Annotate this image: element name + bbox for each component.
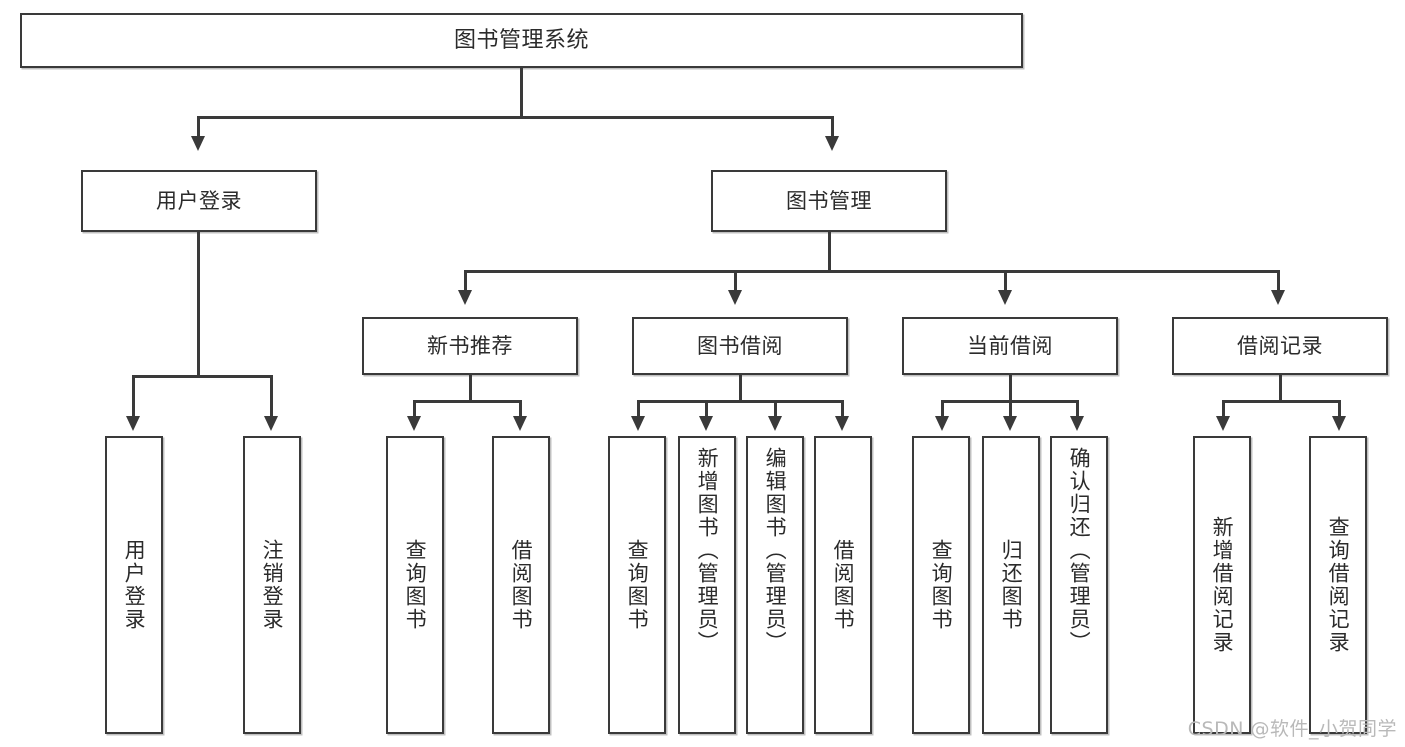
arrow-to-leaf-query-book-3 [935, 416, 949, 431]
arrow-to-leaf-query-book-1 [407, 416, 421, 431]
leaf-borrow-book-1[interactable]: 借阅图书 [492, 436, 550, 734]
edge-borrowrecord-bus [1222, 400, 1340, 403]
edge-userlogin-drop-1 [132, 375, 135, 418]
edge-bookmgmt-stem [828, 232, 831, 272]
arrow-to-leaf-confirm-return [1070, 416, 1084, 431]
node-current-borrow[interactable]: 当前借阅 [902, 317, 1118, 375]
leaf-label: 编辑图书（管理员） [763, 447, 788, 654]
edge-bookborrow-drop-2 [705, 400, 708, 418]
leaf-label: 借阅图书 [509, 539, 534, 631]
arrow-to-leaf-add-book [699, 416, 713, 431]
edge-currentborrow-stem [1009, 375, 1012, 402]
leaf-label: 用户登录 [122, 539, 147, 631]
node-label: 图书管理系统 [453, 27, 589, 53]
arrow-to-user-login [191, 136, 205, 151]
edge-borrowrecord-stem [1279, 375, 1282, 402]
leaf-label: 查询图书 [403, 539, 428, 631]
node-root-system[interactable]: 图书管理系统 [20, 13, 1023, 68]
edge-userlogin-drop-2 [270, 375, 273, 418]
arrow-to-leaf-borrow-book-2 [835, 416, 849, 431]
edge-newbook-drop-2 [519, 400, 522, 418]
node-user-login[interactable]: 用户登录 [81, 170, 317, 232]
arrow-to-leaf-edit-book [768, 416, 782, 431]
edge-borrowrecord-drop-2 [1338, 400, 1341, 418]
edge-currentborrow-drop-2 [1009, 400, 1012, 418]
arrow-to-leaf-user-login [126, 416, 140, 431]
leaf-label: 查询图书 [929, 539, 954, 631]
edge-borrowrecord-drop-1 [1222, 400, 1225, 418]
edge-newbook-drop-1 [413, 400, 416, 418]
leaf-query-book-1[interactable]: 查询图书 [386, 436, 444, 734]
arrow-to-new-book-recommend [458, 290, 472, 305]
leaf-add-record[interactable]: 新增借阅记录 [1193, 436, 1251, 734]
leaf-confirm-return[interactable]: 确认归还（管理员） [1050, 436, 1108, 734]
edge-root-drop-right [831, 116, 834, 138]
edge-bookmgmt-drop-3 [1004, 270, 1007, 292]
arrow-to-current-borrow [998, 290, 1012, 305]
leaf-query-book-2[interactable]: 查询图书 [608, 436, 666, 734]
arrow-to-book-borrow [728, 290, 742, 305]
node-label: 图书管理 [786, 188, 872, 213]
arrow-to-leaf-query-book-2 [631, 416, 645, 431]
leaf-label: 查询借阅记录 [1326, 516, 1351, 654]
leaf-label: 新增图书（管理员） [695, 447, 720, 654]
node-label: 用户登录 [156, 188, 242, 213]
edge-bookborrow-drop-3 [774, 400, 777, 418]
leaf-label: 归还图书 [999, 539, 1024, 631]
arrow-to-leaf-return-book [1003, 416, 1017, 431]
edge-currentborrow-drop-3 [1076, 400, 1079, 418]
leaf-user-logout[interactable]: 注销登录 [243, 436, 301, 734]
node-label: 图书借阅 [697, 333, 783, 358]
node-borrow-record[interactable]: 借阅记录 [1172, 317, 1388, 375]
leaf-add-book[interactable]: 新增图书（管理员） [678, 436, 736, 734]
leaf-query-record[interactable]: 查询借阅记录 [1309, 436, 1367, 734]
edge-currentborrow-drop-1 [941, 400, 944, 418]
node-new-book-recommend[interactable]: 新书推荐 [362, 317, 578, 375]
leaf-label: 注销登录 [260, 539, 285, 631]
arrow-to-leaf-borrow-book-1 [513, 416, 527, 431]
edge-bookborrow-stem [739, 375, 742, 402]
leaf-user-login[interactable]: 用户登录 [105, 436, 163, 734]
edge-root-drop-left [197, 116, 200, 138]
leaf-edit-book[interactable]: 编辑图书（管理员） [746, 436, 804, 734]
arrow-to-leaf-add-record [1216, 416, 1230, 431]
edge-bookmgmt-drop-4 [1277, 270, 1280, 292]
edge-bookborrow-drop-4 [841, 400, 844, 418]
node-label: 当前借阅 [967, 333, 1053, 358]
arrow-to-leaf-user-logout [264, 416, 278, 431]
edge-newbook-stem [469, 375, 472, 402]
edge-newbook-bus [413, 400, 521, 403]
node-label: 新书推荐 [427, 333, 513, 358]
arrow-to-leaf-query-record [1332, 416, 1346, 431]
node-book-borrow[interactable]: 图书借阅 [632, 317, 848, 375]
leaf-label: 查询图书 [625, 539, 650, 631]
leaf-label: 新增借阅记录 [1210, 516, 1235, 654]
edge-root-stem [520, 68, 523, 118]
csdn-watermark: CSDN @软件_小贺同学 [1187, 718, 1397, 740]
edge-bookmgmt-bus [464, 270, 1280, 273]
edge-root-bus [197, 116, 834, 119]
node-label: 借阅记录 [1237, 333, 1323, 358]
leaf-label: 借阅图书 [831, 539, 856, 631]
edge-userlogin-stem [197, 232, 200, 377]
arrow-to-book-management [825, 136, 839, 151]
edge-bookborrow-drop-1 [637, 400, 640, 418]
leaf-query-book-3[interactable]: 查询图书 [912, 436, 970, 734]
node-book-management[interactable]: 图书管理 [711, 170, 947, 232]
leaf-label: 确认归还（管理员） [1067, 447, 1092, 654]
edge-bookmgmt-drop-2 [734, 270, 737, 292]
edge-bookborrow-bus [637, 400, 843, 403]
edge-userlogin-bus [132, 375, 270, 378]
arrow-to-borrow-record [1271, 290, 1285, 305]
leaf-return-book[interactable]: 归还图书 [982, 436, 1040, 734]
edge-bookmgmt-drop-1 [464, 270, 467, 292]
leaf-borrow-book-2[interactable]: 借阅图书 [814, 436, 872, 734]
